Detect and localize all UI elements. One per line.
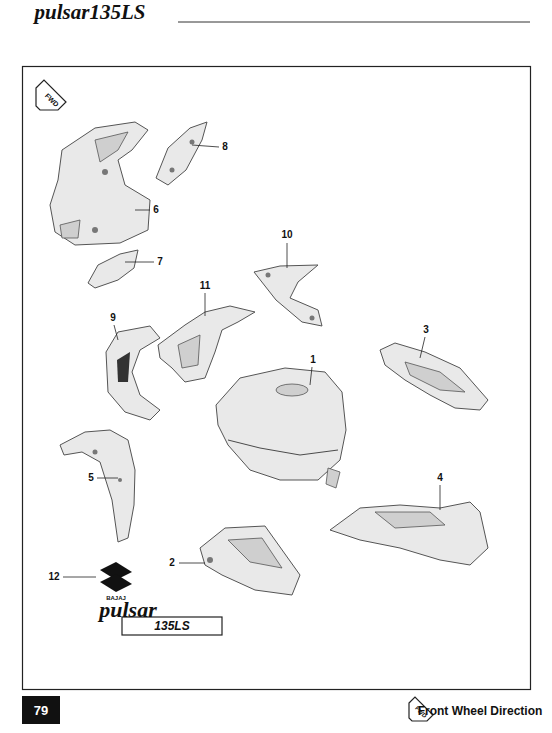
callout-number: 1 bbox=[310, 355, 316, 365]
fuel-tank bbox=[216, 368, 346, 488]
side-panel bbox=[254, 265, 322, 326]
callout-number: 5 bbox=[88, 473, 94, 483]
callout-number: 8 bbox=[222, 142, 228, 152]
rear-side-cowl bbox=[380, 343, 488, 410]
inner-cover bbox=[158, 306, 255, 382]
callout-number: 9 bbox=[110, 313, 116, 323]
model-badge-text: 135LS bbox=[154, 620, 189, 632]
visor bbox=[156, 122, 207, 185]
callout-number: 6 bbox=[153, 205, 159, 215]
callout-number: 11 bbox=[200, 281, 211, 291]
page-number: 79 bbox=[34, 704, 48, 717]
headlamp-fairing bbox=[50, 122, 150, 245]
tank-shroud bbox=[200, 526, 300, 595]
callout-number: 10 bbox=[281, 230, 292, 240]
callout-number: 3 bbox=[423, 325, 429, 335]
headlamp-lens bbox=[88, 250, 138, 288]
side-panel-lh bbox=[106, 326, 160, 420]
header-logo: pulsar135LS bbox=[35, 2, 146, 23]
header-rule bbox=[178, 22, 530, 23]
front-mudguard bbox=[60, 430, 135, 542]
callout-number: 12 bbox=[48, 572, 59, 582]
callout-number: 2 bbox=[169, 558, 175, 568]
bajaj-logo-mark bbox=[100, 562, 132, 592]
model-logo: pulsar bbox=[99, 599, 156, 621]
fwd-icon bbox=[36, 80, 66, 110]
callout-number: 7 bbox=[157, 257, 163, 267]
legend-text: Front Wheel Direction bbox=[418, 705, 543, 717]
rear-cowl bbox=[330, 502, 488, 565]
frame-border bbox=[23, 67, 531, 690]
callout-number: 4 bbox=[437, 473, 443, 483]
page-number-box bbox=[22, 696, 60, 724]
leader-lines bbox=[63, 145, 440, 577]
